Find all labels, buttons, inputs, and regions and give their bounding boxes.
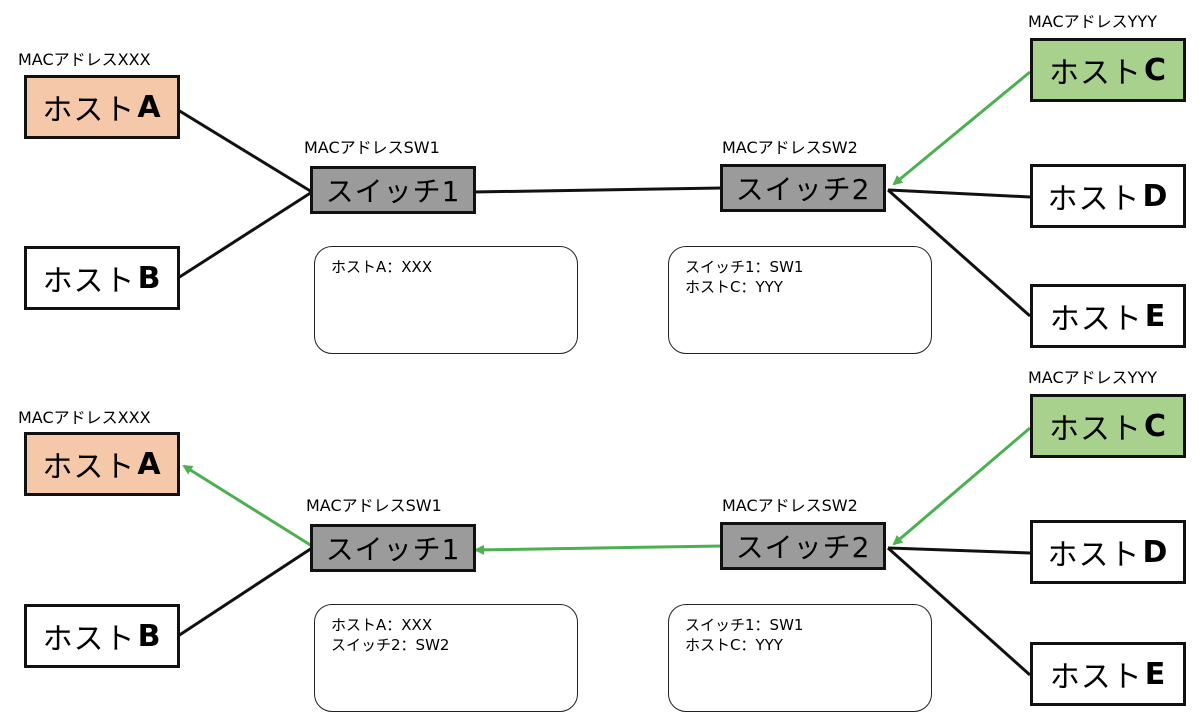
host-a-letter: A: [137, 446, 162, 482]
table-row: ホストA：XXX: [331, 258, 433, 276]
host-c-prefix: ホスト: [1048, 412, 1142, 447]
host-d-letter: D: [1142, 178, 1169, 214]
switch2-box: スイッチ2: [720, 164, 886, 212]
link-hoste-switch2-top: [887, 188, 1031, 318]
host-a-letter: A: [137, 89, 162, 125]
link-hostd-switch2-top: [887, 188, 1031, 199]
host-a-mac-label: MACアドレスXXX: [18, 50, 151, 69]
switch1-mac-label: MACアドレスSW1: [306, 496, 442, 515]
host-e-prefix: ホスト: [1049, 660, 1143, 695]
switch1-label: スイッチ1: [325, 533, 461, 566]
link-hoste-switch2-bottom: [887, 546, 1031, 677]
host-e-letter: E: [1144, 298, 1167, 334]
table-row: スイッチ1：SW1: [685, 258, 804, 276]
link-hostb-switch1-top: [177, 190, 313, 280]
host-b-letter: B: [137, 260, 162, 296]
host-c-mac-label: MACアドレスYYY: [1028, 368, 1157, 387]
link-hostd-switch2-bottom: [887, 546, 1031, 555]
switch1-mac-table: ホストA：XXX スイッチ2：SW2: [314, 604, 578, 712]
table-row: スイッチ2：SW2: [331, 636, 450, 654]
switch2-mac-label: MACアドレスSW2: [722, 138, 858, 157]
table-row: ホストA：XXX: [331, 616, 433, 634]
link-switch1-switch2-top: [472, 186, 723, 194]
host-a-mac-label: MACアドレスXXX: [18, 408, 151, 427]
table-row: スイッチ1：SW1: [685, 616, 804, 634]
switch2-label: スイッチ2: [735, 531, 871, 564]
host-c-letter: C: [1143, 408, 1168, 444]
switch1-box: スイッチ1: [310, 166, 476, 214]
host-b-prefix: ホスト: [42, 264, 136, 299]
switch1-mac-table: ホストA：XXX: [314, 246, 578, 354]
host-a-prefix: ホスト: [42, 93, 136, 128]
switch2-mac-table: スイッチ1：SW1 ホストC：YYY: [668, 604, 932, 712]
switch2-mac-table: スイッチ1：SW1 ホストC：YYY: [668, 246, 932, 354]
switch1-box: スイッチ1: [310, 524, 476, 572]
switch2-box: スイッチ2: [720, 522, 886, 570]
arrow-hostc-switch2-bottom: [892, 426, 1031, 546]
host-d-prefix: ホスト: [1047, 182, 1141, 217]
host-d-letter: D: [1142, 534, 1169, 570]
host-a-prefix: ホスト: [42, 450, 136, 485]
host-b-letter: B: [137, 618, 162, 654]
host-e-prefix: ホスト: [1049, 302, 1143, 337]
table-row: ホストC：YYY: [685, 636, 783, 654]
switch1-mac-label: MACアドレスSW1: [304, 138, 440, 157]
arrow-hostc-switch2-top: [892, 70, 1031, 186]
switch1-label: スイッチ1: [325, 175, 461, 208]
host-b-prefix: ホスト: [42, 622, 136, 657]
host-c-letter: C: [1143, 52, 1168, 88]
arrow-switch1-hosta-bottom: [182, 464, 313, 548]
table-row: ホストC：YYY: [685, 278, 783, 296]
host-e-letter: E: [1144, 656, 1167, 692]
switch2-mac-label: MACアドレスSW2: [722, 496, 858, 515]
link-hosta-switch1-top: [177, 108, 313, 194]
switch2-label: スイッチ2: [735, 173, 871, 206]
host-c-mac-label: MACアドレスYYY: [1028, 12, 1157, 31]
host-d-prefix: ホスト: [1047, 538, 1141, 573]
arrow-switch2-switch1-bottom: [474, 544, 723, 555]
link-hostb-switch1-bottom: [177, 546, 313, 638]
host-c-prefix: ホスト: [1048, 56, 1142, 91]
